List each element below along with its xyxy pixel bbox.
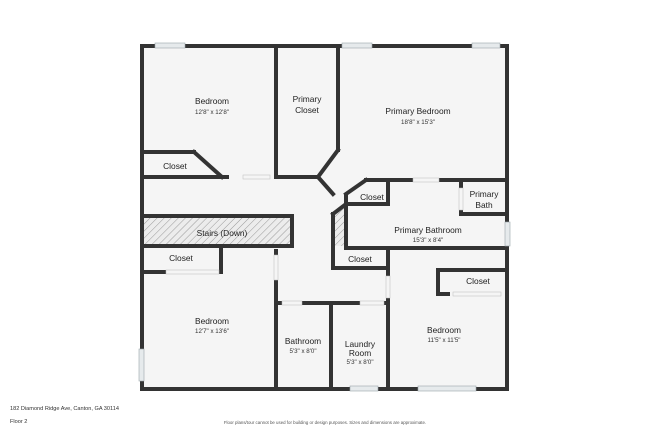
closet-nw-name: Closet <box>163 161 187 171</box>
bedroom-se-name: Bedroom <box>427 325 461 335</box>
primary-bath-name-1: Primary <box>470 189 500 199</box>
windows <box>138 42 511 392</box>
laundry-dims: 5'3" x 8'0" <box>346 359 373 366</box>
laundry-name-2: Room <box>349 348 371 358</box>
laundry-name-1: Laundry <box>345 339 376 349</box>
primary-bath-name-2: Bath <box>475 200 493 210</box>
walls <box>140 44 509 391</box>
primary-bedroom-name: Primary Bedroom <box>385 106 450 116</box>
doorways <box>165 174 502 306</box>
bedroom-sw-dims: 12'7" x 13'6" <box>195 328 229 335</box>
primary-closet-name-2: Closet <box>295 105 319 115</box>
bathroom-dims: 5'3" x 8'0" <box>289 348 316 355</box>
bedroom-se-dims: 11'5" x 11'5" <box>427 337 460 344</box>
floor-label: Floor 2 <box>10 419 28 425</box>
primary-bathroom-dims: 15'3" x 8'4" <box>413 237 444 244</box>
bedroom-nw-dims: 12'8" x 12'8" <box>195 109 229 116</box>
bedroom-nw-name: Bedroom <box>195 96 229 106</box>
primary-bathroom-name: Primary Bathroom <box>394 225 462 235</box>
primary-bedroom-dims: 18'8" x 15'3" <box>401 119 435 126</box>
bedroom-sw-name: Bedroom <box>195 316 229 326</box>
stairs-area <box>142 216 292 246</box>
bathroom-name: Bathroom <box>285 336 321 346</box>
disclaimer: Floor plans/tour cannot be used for buil… <box>223 420 427 425</box>
closet-w-name: Closet <box>169 253 193 263</box>
property-address: 182 Diamond Ridge Ave, Canton, GA 30114 <box>10 406 119 412</box>
stairs-name: Stairs (Down) <box>197 228 248 238</box>
primary-closet-name-1: Primary <box>293 94 323 104</box>
closet-e-name: Closet <box>466 276 490 286</box>
closet-center-name: Closet <box>360 192 384 202</box>
closet-hall-name: Closet <box>348 254 372 264</box>
landing-hatch <box>333 204 346 246</box>
